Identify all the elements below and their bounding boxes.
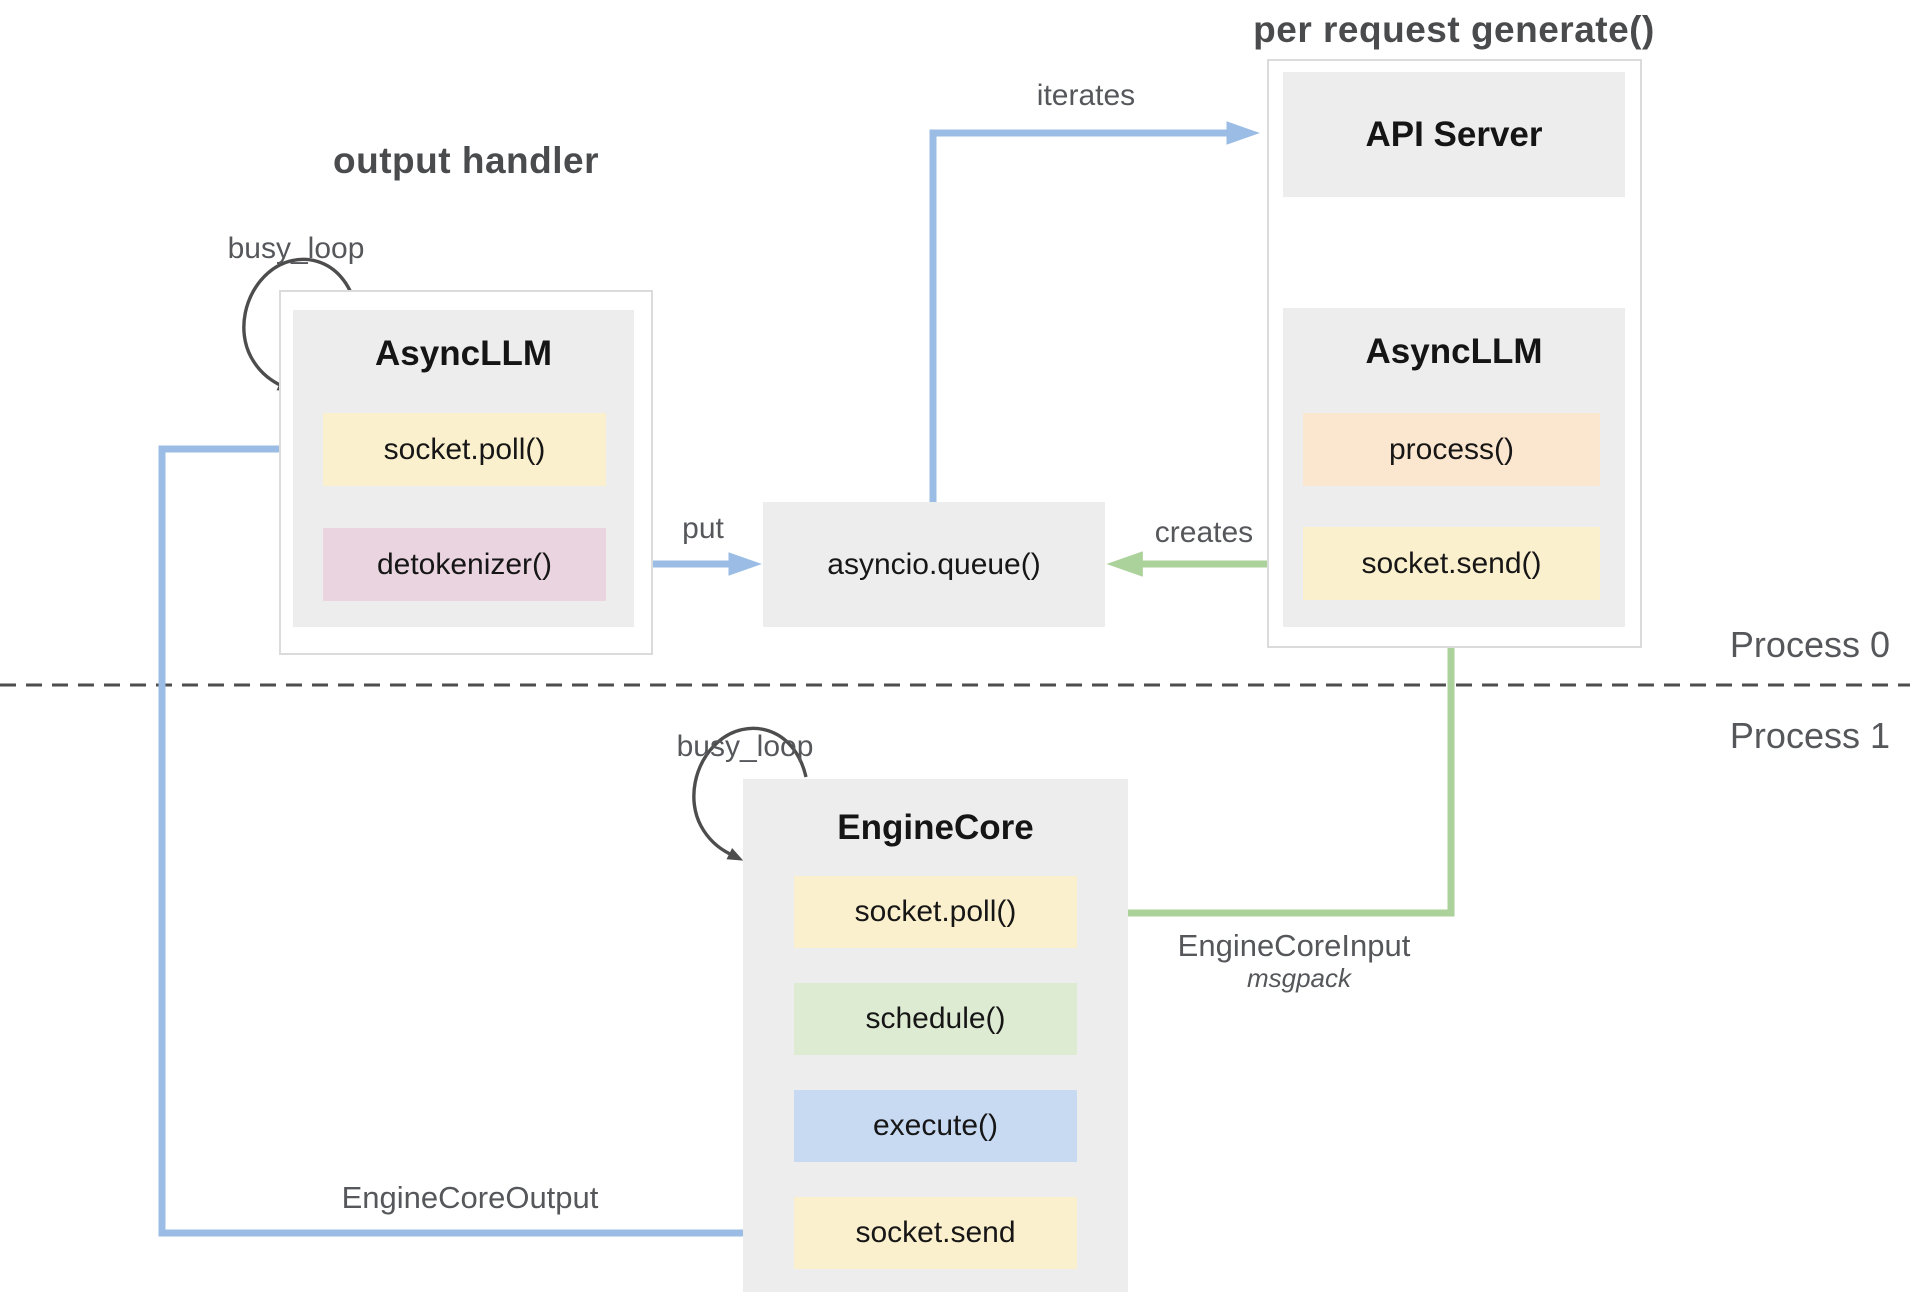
- method-socket-poll: socket.poll(): [323, 413, 606, 486]
- label-process-0: Process 0: [1729, 624, 1890, 665]
- label-creates: creates: [1154, 516, 1254, 549]
- node-asyncllm-generate: AsyncLLM process() socket.send(): [1283, 308, 1625, 627]
- method-detokenizer: detokenizer(): [323, 528, 606, 601]
- label-process-1: Process 1: [1729, 715, 1890, 756]
- method-engine-socket-poll: socket.poll(): [794, 876, 1077, 948]
- method-engine-socket-send: socket.send: [794, 1197, 1077, 1269]
- method-socket-send: socket.send(): [1303, 527, 1600, 600]
- label-iterates: iterates: [1036, 79, 1136, 112]
- node-title-asyncllm-output-handler: AsyncLLM: [375, 334, 552, 373]
- node-title-engine-core: EngineCore: [837, 808, 1034, 847]
- node-api-server: API Server: [1283, 72, 1625, 197]
- node-title-asyncllm-generate: AsyncLLM: [1365, 332, 1543, 371]
- method-process: process(): [1303, 413, 1600, 486]
- busy-loop-label-bottom: busy_loop: [676, 730, 814, 763]
- node-asyncllm-output-handler: AsyncLLM socket.poll() detokenizer(): [293, 310, 634, 627]
- method-execute: execute(): [794, 1090, 1077, 1162]
- arrow-iterates: [929, 121, 1260, 502]
- label-msgpack: msgpack: [1246, 963, 1352, 993]
- node-title-api-server: API Server: [1365, 114, 1543, 154]
- title-output-handler: output handler: [333, 140, 599, 181]
- label-engine-core-input: EngineCoreInput: [1177, 928, 1411, 963]
- busy-loop-label-top: busy_loop: [227, 232, 365, 265]
- node-engine-core: EngineCore socket.poll() schedule() exec…: [743, 779, 1128, 1292]
- label-engine-core-output: EngineCoreOutput: [341, 1180, 599, 1215]
- node-asyncio-queue: asyncio.queue(): [763, 502, 1105, 627]
- method-schedule: schedule(): [794, 983, 1077, 1055]
- label-put: put: [682, 512, 724, 545]
- title-per-request-generate: per request generate(): [1253, 9, 1655, 50]
- asyncio-queue-label: asyncio.queue(): [827, 547, 1041, 581]
